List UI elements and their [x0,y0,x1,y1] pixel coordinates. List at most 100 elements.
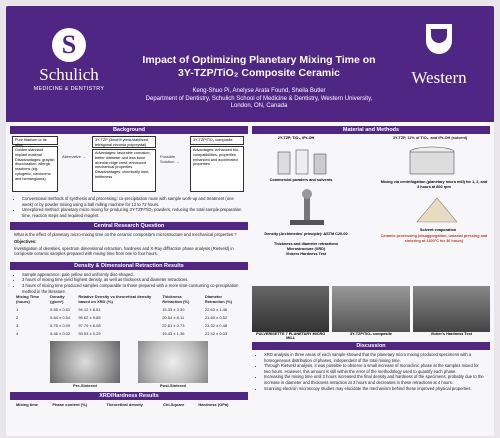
location: London, ON, Canada [230,103,288,109]
box-3ytzp: 3Y-TZP (3mol% yttria-stabilized tetragon… [92,136,156,148]
table-cell: 1 [16,306,19,312]
composite-photo [332,286,410,332]
background-flowchart: Pure titanium or its alloy Golden standa… [10,134,248,194]
table-cell: 95.62 ± 9.85 [78,314,101,320]
table-cell: 21.42 ± 0.03 [204,330,228,336]
possible-solution-label: Possible Solution [160,154,176,164]
xrd-table: Mixing time Phase content (%) Theoretica… [14,402,244,409]
method-photos [252,286,490,332]
poster-title: Impact of Optimizing Planetary Mixing Ti… [128,54,390,80]
density-table: Mixing Time (hours) Density (g/cm³) Rela… [14,294,244,338]
pre-sintered-image [50,340,120,383]
research-question: What is the effect of planetary micro-mi… [14,232,237,238]
col-mixing-time: Mixing Time (hours) [16,294,40,304]
col-diameter: Diameter Retraction (%) [204,294,233,304]
authors-block: Keng-Shuo Pi, Anelyse Arata Found, Sheil… [128,88,390,111]
objectives-text: Investigation of densities, spectrum dim… [14,245,234,257]
step-density: Density (Archimedes' principle): ASTM C2… [264,232,348,236]
left-column: Background Pure titanium or its alloy Go… [10,124,248,411]
table-cell: 93.03 ± 0.29 [78,330,101,336]
question-heading: Central Research Question [10,222,248,231]
sample-images [14,340,244,383]
table-cell: 22.63 ± 1.46 [204,306,228,312]
col-relative-density: Relative Density vs theoretical density … [78,294,152,304]
table-cell: 2 [16,314,19,320]
western-logo: Western [396,24,482,88]
step-microstructure: Microstructure (XRD) [286,247,326,251]
xrd-body: Mixing time Phase content (%) Theoretica… [10,400,248,411]
table-cell: 5.64 ± 0.54 [50,314,71,320]
authors: Keng-Shuo Pi, Anelyse Arata Found, Sheil… [192,88,326,94]
objectives-label: Objectives: [14,238,37,244]
precursors-label: 2Y-TZP, TiO₂, iPr-OH [277,136,315,140]
table-cell: 3 [16,322,19,328]
alternative-arrow: Alternative → [62,154,87,159]
step-mixing: Mixing via centrifugation (planetary mic… [380,180,488,189]
pre-sintered-caption: Pre-Sintered [73,382,97,388]
photo-captions: PULVERISETTE 7 PLANETARY MICRO MILL 3Y-T… [252,332,490,340]
discussion-heading: Discussion [252,342,490,350]
methods-diagram: 2Y-TZP, TiO₂, iPr-OH 3Y-TZP, 11% of TiO₂… [252,134,490,284]
microscope-icon [290,189,324,225]
post-sintered-image [138,340,208,383]
step-hardness: Vickers Hardness Test [285,252,327,256]
density-table-header: Mixing Time (hours) Density (g/cm³) Rela… [14,294,244,306]
sample-captions: Pre-Sintered Post-Sintered [14,383,244,389]
discussion-body: XRD analysis in three areas of each samp… [252,350,490,393]
density-body: Sample appearance: pale yellow and unifo… [10,270,248,391]
table-cell: 23.32 ± 0.48 [204,322,228,328]
table-cell: 5.55 ± 0.51 [50,306,71,312]
poster-header: S Schulich MEDICINE & DENTISTRY Impact o… [6,6,494,122]
col-xrd-mixing-time: Mixing time [16,402,39,408]
title-line-2: 3Y-TZP/TiO₂ Composite Ceramic [177,67,340,79]
table-cell: 94.12 ± 8.51 [78,306,101,312]
box-pure-titanium: Pure titanium or its alloy [12,136,58,147]
background-bullet-1: Conventional methods of synthesis and pr… [22,196,244,207]
box-3ytzp-detail: Advantages: favorable corrosion, better … [92,149,156,192]
col-phase-content: Phase content (%) [52,402,88,408]
step-ceramic-processing: Ceramic processing (disaggregation, unia… [380,234,488,243]
hardness-caption: Vicker's Hardness Test [430,332,472,336]
alternative-label: Alternative [62,154,81,159]
density-heading: Density & Dimensional Retraction Results [10,261,248,270]
mill-caption: PULVERISETTE 7 PLANETARY MICRO MILL [256,332,326,340]
box-titanium-detail: Golden standard implant material Disadva… [12,146,58,192]
possible-solution-arrow: Possible Solution → [160,154,180,164]
table-row: 3 5.75 ± 0.09 97.79 ± 6.08 22.61 ± 0.73 23.3… [14,322,244,330]
materials-heading: Material and Methods [252,126,490,134]
table-cell: 22.61 ± 0.73 [162,322,185,328]
mill-photo [252,286,330,332]
xrd-table-header: Mixing time Phase content (%) Theoretica… [14,402,244,409]
composite-caption: 3Y-TZP/TiO₂ composite [350,332,392,336]
table-cell: 20.54 ± 8.11 [162,314,185,320]
western-crest-icon [426,24,452,54]
discussion-bullet-2: Through Rietveld analysis, it was possib… [264,363,486,374]
col-hardness: Hardness (GPa) [198,402,229,408]
step-retractions: Thickness and diameter retractions [274,242,338,246]
table-cell: 5.75 ± 0.09 [50,322,71,328]
background-text: Conventional methods of synthesis and pr… [10,194,248,220]
col-thickness: Thickness Retraction (%) [162,294,190,304]
discussion-bullet-3: Increasing the mixing time until 3 hours… [264,374,486,385]
table-cell: 5.46 ± 0.02 [50,330,71,336]
question-body: What is the effect of planetary micro-mi… [10,230,248,259]
schulich-emblem-icon: S [52,28,86,62]
affiliation: Department of Dentistry, Schulich School… [145,95,373,102]
university-name: Western [411,68,467,87]
schulich-logo: S Schulich MEDICINE & DENTISTRY [14,28,124,108]
hardness-photo [412,286,490,332]
col-density: Density (g/cm³) [50,294,65,304]
discussion-bullet-4: Scanning electron microscopy studies may… [264,386,486,392]
col-chi-square: Chi-Square [162,402,185,408]
powder-pile-icon [416,197,458,223]
xrd-heading: XRD/Hardness Results [10,392,248,401]
box-composite-detail: Advantages: enhanced bio-compatibilities… [190,146,244,192]
density-bullet-2: 3 hours of mixing time yield highest den… [22,277,244,283]
table-cell: 97.79 ± 6.08 [78,322,101,328]
background-bullet-2: Unexplored method: planetary micro mixin… [22,207,244,218]
right-column: Material and Methods 2Y-TZP, TiO₂, iPr-O… [252,124,490,393]
school-name: Schulich [39,65,99,84]
col-theoretical-density: Theoretical density [106,402,143,408]
